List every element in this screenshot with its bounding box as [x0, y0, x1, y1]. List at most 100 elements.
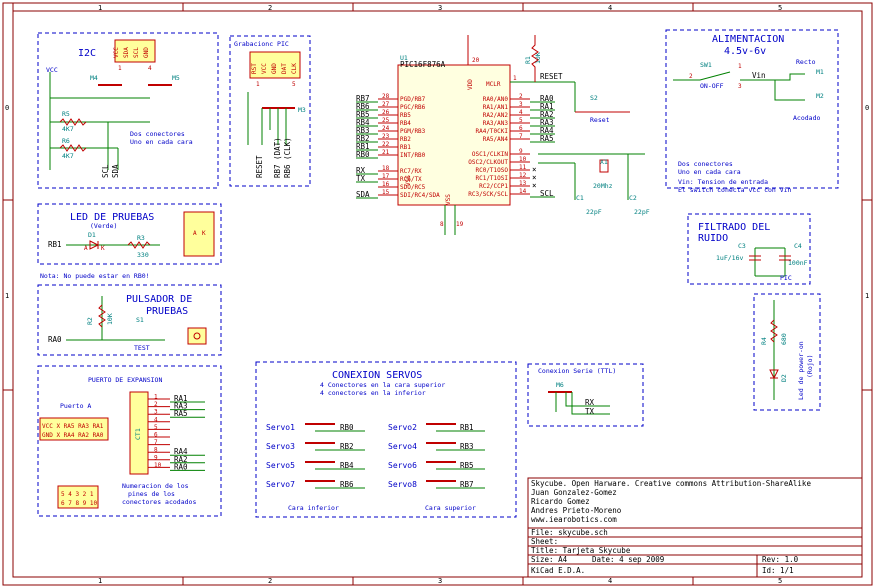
- pic-pin-number: 3: [519, 101, 523, 108]
- ref-m4: M4: [90, 74, 98, 82]
- val-c1: 22pF: [586, 208, 602, 216]
- val-c2: 22pF: [634, 208, 650, 216]
- servos-title: CONEXION SERVOS: [332, 370, 422, 381]
- servo-label: Servo4: [388, 442, 417, 451]
- servo-net-label: RB6: [340, 480, 354, 489]
- puls-title: PULSADOR DE: [126, 294, 192, 305]
- pin-vss: VSS: [445, 194, 452, 205]
- pic-part-name: PIC16F876A: [400, 60, 446, 69]
- net-rb7: RB7 (DAT): [273, 137, 282, 178]
- ref-c1: C1: [576, 194, 584, 202]
- ref-r2: R2: [86, 317, 94, 325]
- col-number: 5: [778, 577, 782, 585]
- expan-net-label: RA4: [174, 447, 188, 456]
- row-number: 0: [5, 104, 9, 112]
- pic-net-label: RB4: [356, 118, 370, 127]
- note: El switch conecta vcc con Vin: [678, 186, 792, 194]
- cara-superior: Cara superior: [425, 504, 476, 512]
- note: Dos conectores: [678, 160, 733, 168]
- pic-net-label: TX: [356, 174, 366, 183]
- pic-pin-name: RB2: [400, 136, 411, 143]
- title-line: Andres Prieto-Moreno: [531, 506, 622, 515]
- servo-block: CONEXION SERVOS 4 Conectores en la cara …: [255, 361, 517, 518]
- pin-number: 8: [440, 221, 444, 228]
- pic-pin-number: 27: [382, 101, 390, 108]
- col-number: 2: [268, 577, 272, 585]
- ref-m2: M2: [816, 92, 824, 100]
- ref-d2: D2: [780, 374, 788, 382]
- pic-net-label: RB1: [356, 142, 370, 151]
- pic-net-label: RA4: [540, 126, 554, 135]
- reset-button-label: Reset: [590, 116, 610, 124]
- date-label: Date: 4 sep 2009: [592, 555, 664, 564]
- filt-title: RUIDO: [698, 233, 728, 244]
- ref-c2: C2: [629, 194, 637, 202]
- pin-a: A: [84, 245, 88, 252]
- pic-pin-name: RC6/TX: [400, 176, 422, 183]
- pic-net-label: RB6: [356, 102, 370, 111]
- pic-net-label: RA0: [540, 94, 554, 103]
- servo-label: Servo8: [388, 480, 417, 489]
- ref-ct1: CT1: [134, 428, 142, 440]
- servo-net-label: RB2: [340, 442, 354, 451]
- col-number: 3: [438, 4, 442, 12]
- pic-pin-name: RB1: [400, 144, 411, 151]
- pic-pin-name: RC3/SCK/SCL: [468, 191, 508, 198]
- test-button-block: PULSADOR DE PRUEBAS RA0 R2 10K S1 TEST: [37, 284, 222, 356]
- val-r6: 4K7: [62, 152, 74, 160]
- servo-net-label: RB1: [460, 423, 474, 432]
- col-number: 4: [608, 4, 612, 12]
- rb0-note: Nota: No puede estar en RB0!: [40, 272, 150, 280]
- expan-pin-number: 7: [154, 439, 158, 446]
- ref-x1: X1: [600, 158, 608, 166]
- expan-net-label: RA0: [174, 462, 188, 471]
- switch-label: ON-OFF: [700, 82, 724, 90]
- hdr-pin: GND: [143, 47, 150, 58]
- expan-net-label: RA5: [174, 409, 188, 418]
- net-rb1: RB1: [48, 240, 62, 249]
- pic-pin-number: 2: [519, 93, 523, 100]
- servo-net-label: RB7: [460, 480, 474, 489]
- pin-k: K: [202, 230, 206, 237]
- pic-net-label: RA5: [540, 134, 554, 143]
- ref-m3: M3: [298, 106, 306, 114]
- expan-pin-number: 4: [154, 416, 158, 423]
- pic-pin-number: 16: [382, 181, 390, 188]
- hdr-pin: VCC: [113, 47, 120, 58]
- ref-r3: R3: [137, 234, 145, 242]
- pin-number: 3: [738, 83, 742, 90]
- pic-pin-number: 10: [519, 156, 527, 163]
- connector-row: GND X RA4 RA2 RA0: [42, 432, 104, 439]
- ref-r6: R6: [62, 137, 70, 145]
- pin-number: 1: [256, 81, 260, 88]
- hdr-pin: SCL: [133, 47, 140, 58]
- pic-pin-name: RA1/AN1: [483, 104, 509, 111]
- note: conectores acodados: [122, 498, 196, 506]
- expan-pin-number: 1: [154, 394, 158, 401]
- val-r1: 10K: [534, 52, 542, 64]
- no-connect-mark: ×: [532, 181, 537, 190]
- col-number: 1: [98, 577, 102, 585]
- pic-net-label: SDA: [356, 190, 370, 199]
- pic-right-pins-2: 9OSC1/CLKIN10OSC2/CLKOUT11RC0/T1OSO×12RC…: [468, 148, 555, 198]
- title-line: Ricardo Gomez: [531, 497, 590, 506]
- ref-d1: D1: [88, 231, 96, 239]
- servo-net-label: RB3: [460, 442, 474, 451]
- hdr-pin: DAT: [281, 63, 288, 74]
- pin-numbers: 6 7 8 9 10: [61, 500, 98, 507]
- note: Uno en cada cara: [678, 168, 741, 176]
- val-r2: 10K: [106, 313, 114, 325]
- pic-pin-name: RA4/T0CKI: [475, 128, 508, 135]
- pic-net-label: RB0: [356, 150, 370, 159]
- ref-c3: C3: [738, 242, 746, 250]
- servo-label: Servo5: [266, 461, 295, 470]
- pic-net-label: RB2: [356, 134, 370, 143]
- pin-mclr: MCLR: [486, 81, 501, 88]
- serie-title: Conexion Serie (TTL): [538, 367, 616, 375]
- pic-pin-number: 25: [382, 117, 390, 124]
- led-sub: (Verde): [90, 222, 117, 230]
